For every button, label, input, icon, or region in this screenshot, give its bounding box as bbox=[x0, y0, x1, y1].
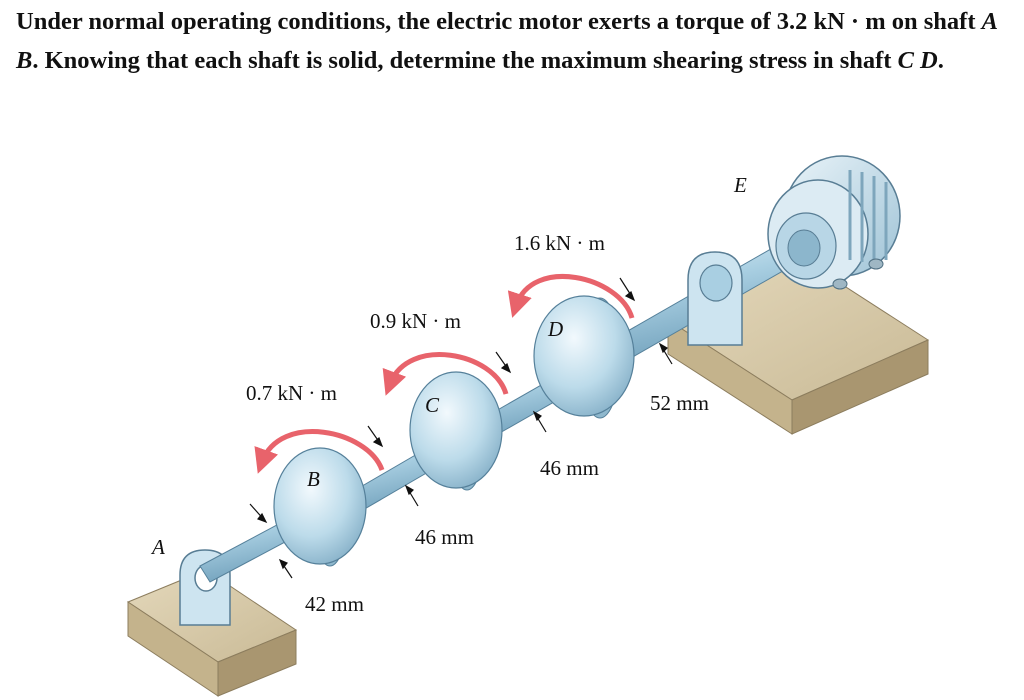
electric-motor bbox=[767, 155, 901, 290]
torque-arrow-d bbox=[507, 274, 635, 319]
diameter-cd-label: 46 mm bbox=[540, 456, 599, 480]
torque-b-label: 0.7 kN · m bbox=[246, 381, 337, 405]
point-d-label: D bbox=[547, 317, 563, 341]
dimension-arrows bbox=[249, 277, 673, 579]
shaft-diagram: A B C D E 0.7 kN · m 0.9 kN · m 1.6 kN ·… bbox=[126, 155, 930, 697]
shaft-ab-label: A B bbox=[16, 8, 997, 74]
torque-arrow-b bbox=[254, 429, 385, 474]
problem-text-2: . Knowing that each shaft is solid, dete… bbox=[32, 47, 898, 74]
diameter-ab-label: 42 mm bbox=[305, 592, 364, 616]
shaft-cd-label: C D bbox=[897, 47, 938, 74]
torque-arrow-c bbox=[382, 352, 509, 396]
gear-c bbox=[409, 371, 503, 491]
problem-statement: Under normal operating conditions, the e… bbox=[16, 2, 1016, 80]
right-bearing bbox=[687, 251, 743, 346]
gear-b bbox=[273, 447, 367, 567]
point-a-label: A bbox=[150, 535, 165, 559]
problem-text-3: . bbox=[937, 47, 944, 74]
torque-d-label: 1.6 kN · m bbox=[514, 231, 605, 255]
problem-text-1: Under normal operating conditions, the e… bbox=[16, 8, 982, 35]
diameter-de-label: 52 mm bbox=[650, 391, 709, 415]
point-e-label: E bbox=[733, 173, 747, 197]
diameter-bc-label: 46 mm bbox=[415, 525, 474, 549]
gear-d bbox=[533, 295, 635, 419]
torque-c-label: 0.9 kN · m bbox=[370, 309, 461, 333]
point-c-label: C bbox=[425, 393, 440, 417]
point-b-label: B bbox=[307, 467, 320, 491]
